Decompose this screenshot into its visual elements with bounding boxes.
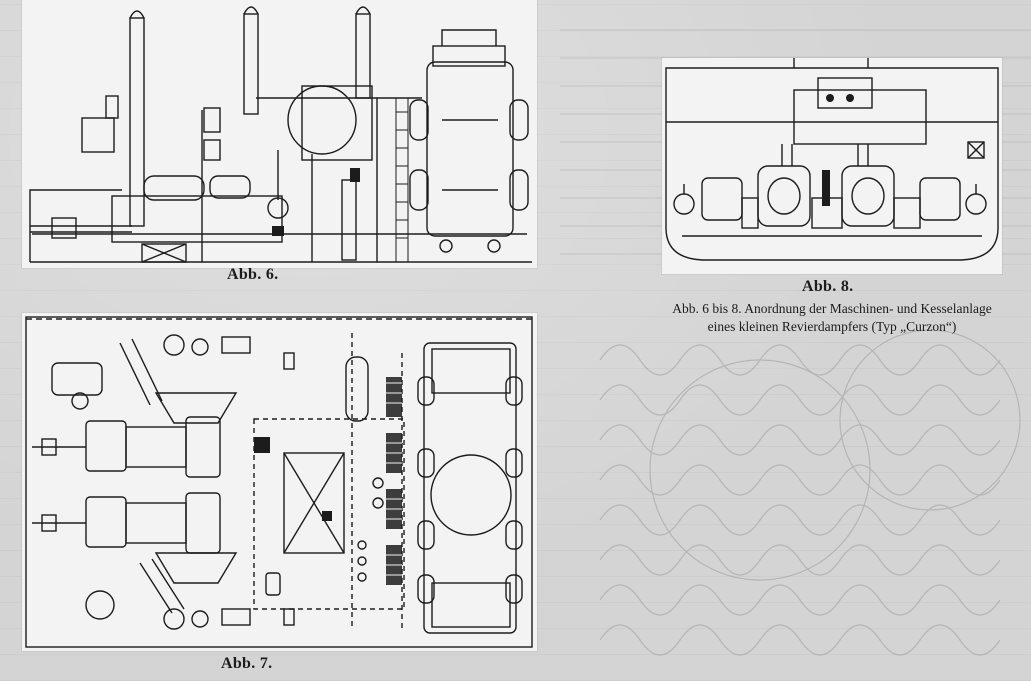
figure-6-caption: Abb. 6.: [227, 266, 279, 283]
figure-7-plan-view: Abb. 7.: [22, 313, 537, 672]
figure-8-cross-section: Abb. 8.: [662, 58, 1002, 295]
figure-description-line-1: Abb. 6 bis 8. Anordnung der Maschinen- u…: [672, 301, 992, 316]
engine-side-elevation-drawing: [29, 6, 532, 263]
figure-7-caption: Abb. 7.: [221, 655, 273, 672]
figure-8-caption: Abb. 8.: [802, 278, 854, 295]
figure-description-line-2: eines kleinen Revierdampfers (Typ „Curzo…: [707, 319, 957, 334]
figure-6-side-elevation: Abb. 6.: [22, 0, 537, 283]
hull-cross-section-drawing: [665, 58, 999, 261]
engine-plan-view-drawing: [25, 316, 533, 648]
figure-description: Abb. 6 bis 8. Anordnung der Maschinen- u…: [634, 300, 1030, 336]
